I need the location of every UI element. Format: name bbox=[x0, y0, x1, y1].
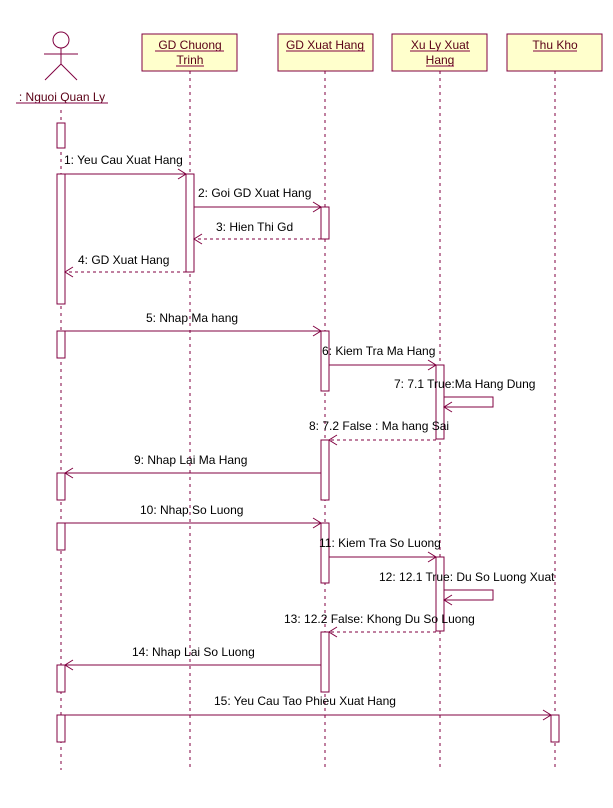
message-label: 9: Nhap Lai Ma Hang bbox=[134, 453, 247, 467]
participant-xu-ly-xuat-hang[interactable]: Xu Ly Xuat Hang bbox=[391, 33, 488, 72]
message-label: 4: GD Xuat Hang bbox=[78, 253, 169, 267]
message-label: 8: 7.2 False : Ma hang Sai bbox=[309, 419, 449, 433]
message-label: 6: Kiem Tra Ma Hang bbox=[322, 344, 435, 358]
activation-bar bbox=[320, 522, 330, 584]
actor-nguoi-quan-ly[interactable]: : Nguoi Quan Ly bbox=[16, 31, 108, 104]
activation-bar bbox=[56, 522, 66, 551]
message-10[interactable]: 10: Nhap So Luong bbox=[65, 503, 322, 529]
message-label: 15: Yeu Cau Tao Phieu Xuat Hang bbox=[214, 694, 396, 708]
activation-bar bbox=[56, 714, 66, 743]
participant-label: Thu Kho bbox=[532, 38, 578, 52]
message-label: 11: Kiem Tra So Luong bbox=[319, 536, 441, 550]
message-6[interactable]: 6: Kiem Tra Ma Hang bbox=[322, 344, 437, 371]
participant-label: Xu Ly Xuat bbox=[411, 38, 470, 52]
message-4[interactable]: 4: GD Xuat Hang bbox=[64, 253, 186, 278]
message-3[interactable]: 3: Hien Thi Gd bbox=[193, 220, 321, 245]
message-12[interactable]: 12: 12.1 True: Du So Luong Xuat bbox=[379, 570, 555, 606]
activation-bar bbox=[435, 556, 445, 632]
activation-bar bbox=[56, 330, 66, 359]
message-label: 14: Nhap Lai So Luong bbox=[132, 645, 255, 659]
activation-bar bbox=[550, 714, 560, 743]
message-14[interactable]: 14: Nhap Lai So Luong bbox=[64, 645, 321, 671]
message-11[interactable]: 11: Kiem Tra So Luong bbox=[319, 536, 441, 563]
activation-bar bbox=[185, 173, 195, 273]
participant-label: GD Chuong bbox=[158, 38, 221, 52]
message-label: 13: 12.2 False: Khong Du So Luong bbox=[284, 612, 475, 626]
participant-gd-chuong-trinh[interactable]: GD Chuong Trinh bbox=[141, 33, 238, 72]
participant-thu-kho[interactable]: Thu Kho bbox=[506, 33, 603, 72]
message-label: 3: Hien Thi Gd bbox=[216, 220, 293, 234]
message-2[interactable]: 2: Goi GD Xuat Hang bbox=[194, 186, 322, 213]
message-8[interactable]: 8: 7.2 False : Ma hang Sai bbox=[309, 419, 449, 446]
activation-bar bbox=[56, 472, 66, 501]
participant-gd-xuat-hang[interactable]: GD Xuat Hang bbox=[277, 33, 374, 72]
activation-bar bbox=[56, 122, 66, 149]
message-label: 12: 12.1 True: Du So Luong Xuat bbox=[379, 570, 555, 584]
activation-bar bbox=[435, 364, 445, 440]
activation-bar bbox=[56, 664, 66, 693]
actor-label: : Nguoi Quan Ly bbox=[19, 90, 105, 104]
message-15[interactable]: 15: Yeu Cau Tao Phieu Xuat Hang bbox=[65, 694, 552, 721]
message-label: 7: 7.1 True:Ma Hang Dung bbox=[394, 377, 535, 391]
message-label: 1: Yeu Cau Xuat Hang bbox=[64, 153, 183, 167]
message-7[interactable]: 7: 7.1 True:Ma Hang Dung bbox=[394, 377, 535, 413]
message-label: 10: Nhap So Luong bbox=[140, 503, 243, 517]
message-1[interactable]: 1: Yeu Cau Xuat Hang bbox=[64, 153, 187, 180]
activation-bar bbox=[56, 173, 66, 305]
stick-figure-icon bbox=[44, 31, 78, 81]
participant-label: Trinh bbox=[177, 53, 204, 67]
participant-label: Hang bbox=[426, 53, 455, 67]
participant-label: GD Xuat Hang bbox=[286, 38, 364, 52]
activation-bar bbox=[320, 631, 330, 693]
message-5[interactable]: 5: Nhap Ma hang bbox=[65, 311, 322, 337]
message-9[interactable]: 9: Nhap Lai Ma Hang bbox=[64, 453, 321, 479]
activation-bar bbox=[320, 206, 330, 240]
activation-bar bbox=[320, 439, 330, 501]
message-label: 2: Goi GD Xuat Hang bbox=[198, 186, 311, 200]
message-13[interactable]: 13: 12.2 False: Khong Du So Luong bbox=[284, 612, 475, 638]
activation-bar bbox=[320, 330, 330, 392]
message-label: 5: Nhap Ma hang bbox=[146, 311, 238, 325]
